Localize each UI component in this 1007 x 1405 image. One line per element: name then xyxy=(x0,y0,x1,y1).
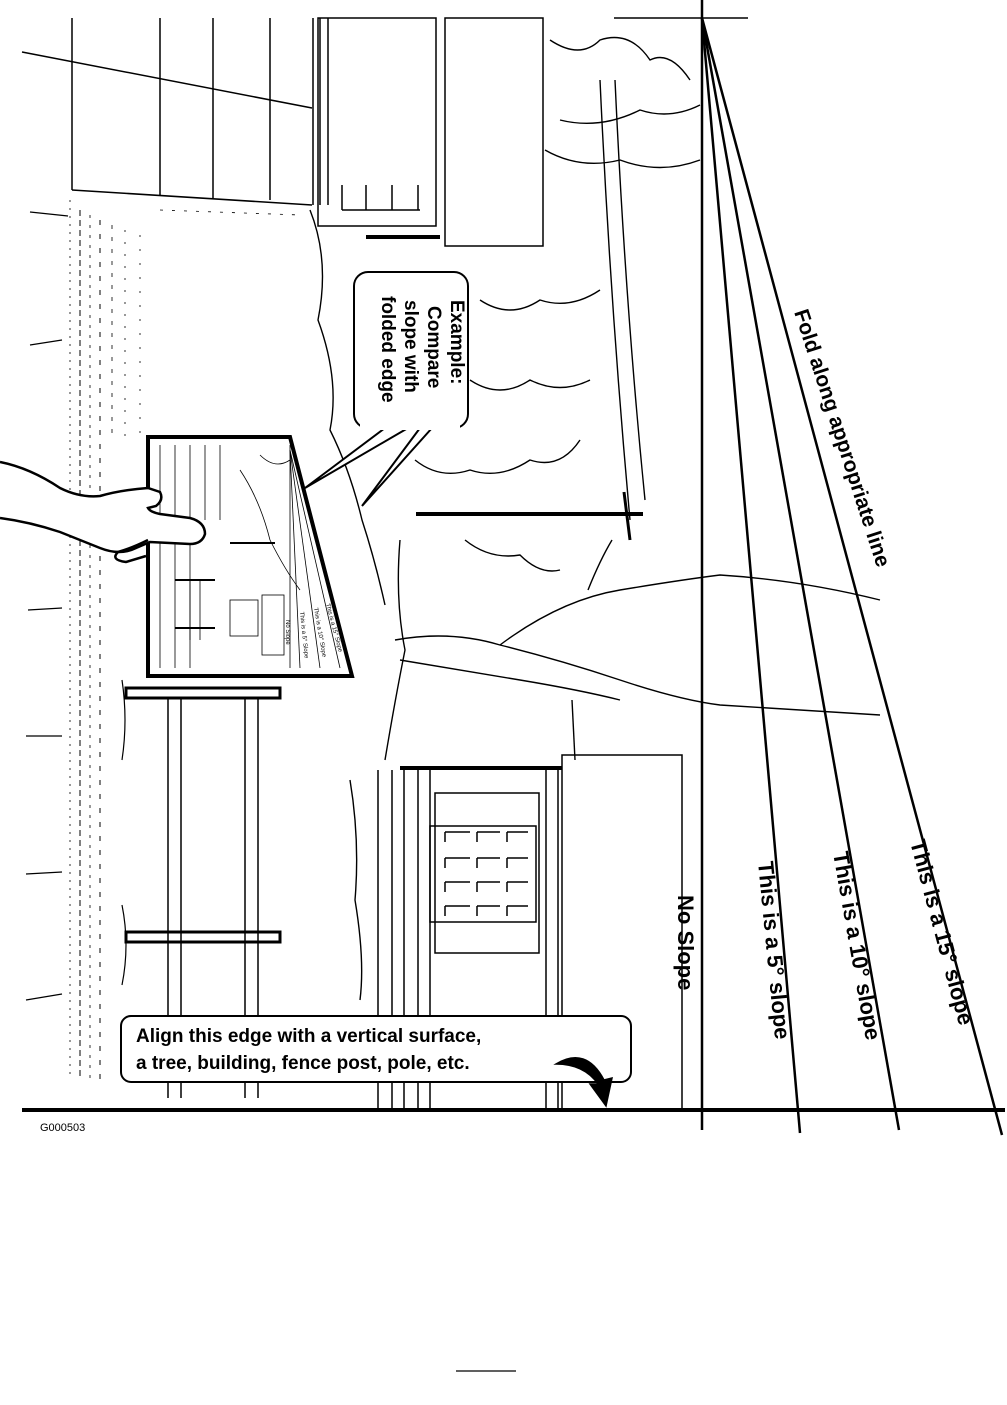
slope-10-label: This is a 10° slope xyxy=(828,850,886,1042)
building-illustration xyxy=(21,17,544,247)
align-edge-callout: Align this edge with a vertical surface,… xyxy=(120,1015,632,1108)
example-line-4: folded edge xyxy=(377,296,398,403)
example-callout: Example: Compare slope with folded edge xyxy=(304,271,469,507)
slope-10-line xyxy=(700,17,901,1131)
align-line-2: a tree, building, fence post, pole, etc. xyxy=(136,1053,470,1074)
lower-building-illustration xyxy=(377,754,683,1110)
slope-5-line xyxy=(700,17,802,1134)
hand-illustration xyxy=(0,460,207,564)
slope-15-line xyxy=(700,17,1004,1136)
no-slope-label: No Slope xyxy=(673,895,698,990)
mini-diagram-card: No Slope This is a 5° Slope This is a 10… xyxy=(146,435,355,678)
tree-illustration xyxy=(309,36,881,1001)
pole-marker xyxy=(416,491,643,541)
figure-id: G000503 xyxy=(40,1122,85,1134)
example-line-1: Example: xyxy=(446,300,467,384)
slope-5-label: This is a 5° slope xyxy=(753,860,795,1040)
fold-line-label: Fold along appropriate line xyxy=(789,306,894,569)
example-line-3: slope with xyxy=(400,300,421,393)
mini-no-slope-label: No Slope xyxy=(284,620,290,645)
example-line-2: Compare xyxy=(423,306,444,388)
curved-arrow-icon xyxy=(553,1057,613,1108)
align-line-1: Align this edge with a vertical surface, xyxy=(136,1026,481,1047)
grass-texture xyxy=(25,200,301,1080)
mini-slope-5-label: This is a 5° Slope xyxy=(298,612,309,660)
slope-15-label: This is a 15° slope xyxy=(905,837,979,1028)
slope-reference-lines xyxy=(22,0,1005,1136)
